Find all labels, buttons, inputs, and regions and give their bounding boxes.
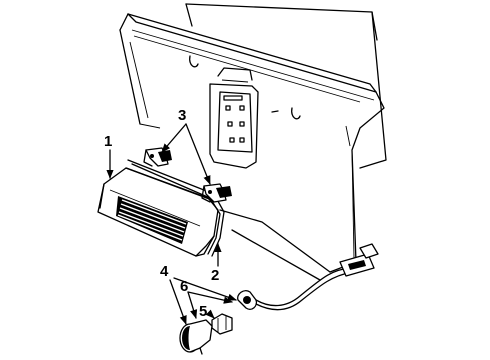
callout-labels: 1 2 3 4 5 6: [104, 107, 219, 320]
callout-3: 3: [178, 107, 186, 124]
leader-lines: [106, 123, 237, 325]
callout-4: 4: [160, 263, 169, 280]
callout-1: 1: [104, 133, 112, 150]
bulb: [211, 313, 233, 335]
callout-2: 2: [211, 267, 219, 284]
lens-ribs: [117, 199, 187, 241]
license-plate-bracket: [209, 67, 259, 169]
lamp-socket: [179, 319, 213, 355]
mounting-bracket-right: [201, 183, 232, 203]
lamp-housing: [97, 167, 219, 257]
socket-harness: [237, 243, 379, 311]
mounting-bracket-left: [143, 147, 172, 167]
callout-5: 5: [199, 303, 207, 320]
back-panel: [119, 3, 387, 281]
callout-6: 6: [180, 278, 188, 295]
